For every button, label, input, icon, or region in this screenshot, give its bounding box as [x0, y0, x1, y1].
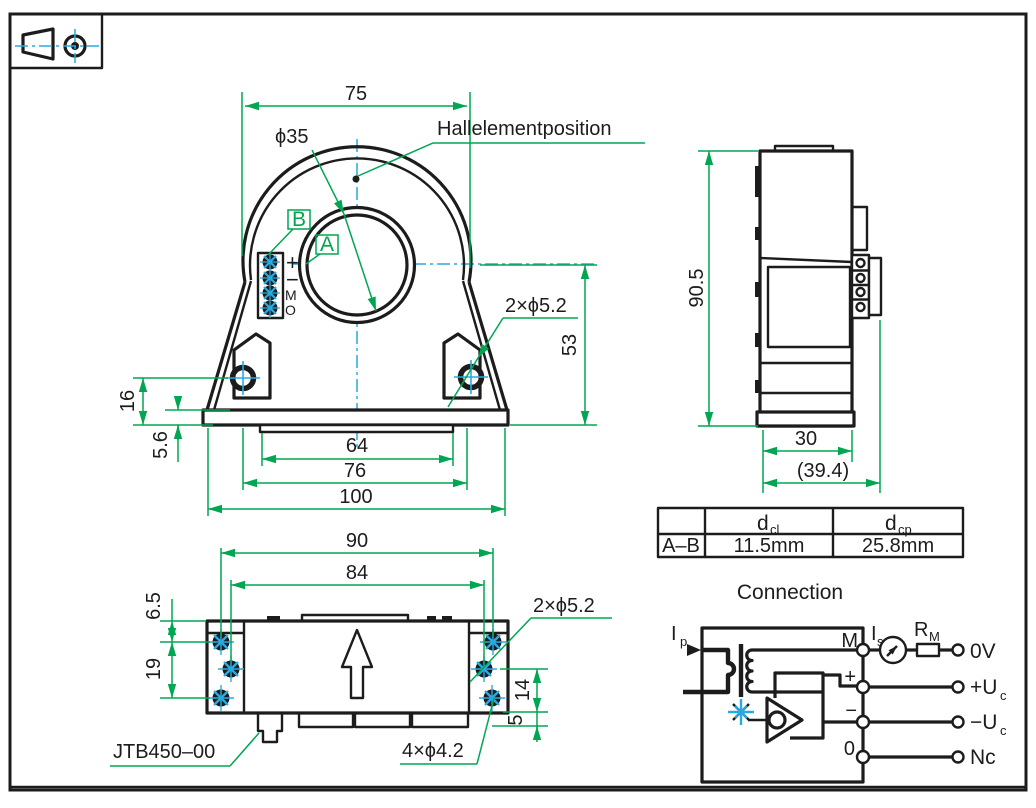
datum-b-frame [287, 209, 311, 230]
datum-a-label: A [320, 233, 334, 256]
ip-label: I [671, 623, 677, 645]
measure-resistor [915, 642, 941, 658]
primary-conductor [683, 647, 737, 695]
dim-84-label: 84 [346, 562, 368, 584]
terminal-label-plus: + [286, 250, 299, 275]
connection-diagram: Connection I p M + − 0 [671, 581, 1007, 784]
rm-label: R [914, 619, 928, 641]
current-direction-arrow [340, 628, 374, 700]
out-nuc-sub: c [1000, 723, 1007, 738]
side-holes-label: 2×ϕ5.2 [533, 595, 595, 617]
dim-76-label: 76 [344, 460, 366, 482]
terminal-label-m: M [285, 287, 297, 303]
projection-symbol [10, 14, 104, 70]
pin-minus [855, 714, 871, 730]
dim-14-label: 14 [512, 679, 534, 701]
table-header-dcp-sub: cp [898, 522, 912, 537]
dim-bore-line-2 [343, 213, 377, 312]
small-holes-label: 4×ϕ4.2 [402, 740, 464, 762]
pin-m-label: M [841, 630, 858, 652]
pin-m [855, 642, 871, 658]
dim-64-label: 64 [346, 435, 368, 457]
part-number-label: JTB450–00 [113, 741, 215, 763]
table-row-header: A–B [662, 535, 700, 557]
dim-90-5-label: 90.5 [686, 269, 708, 308]
dim-16-label: 16 [117, 390, 139, 412]
table-value-dcp: 25.8mm [862, 535, 934, 557]
datum-a-frame [315, 234, 339, 255]
table-value-dcl: 11.5mm [734, 535, 805, 557]
dim-6-5-label: 6.5 [143, 592, 165, 620]
feedback-loop [773, 671, 825, 740]
dome-outer-arc [241, 145, 473, 283]
ip-sub: p [680, 634, 687, 649]
terminal-minus-uc [951, 715, 965, 729]
hall-element-dot [352, 175, 360, 183]
datum-a-leader [305, 253, 321, 265]
is-sub: s [877, 634, 884, 649]
terminal-nc [951, 750, 965, 764]
hall-element [728, 699, 754, 725]
dim-5-6-label: 5.6 [150, 431, 172, 459]
hall-label: Hallelementposition [437, 118, 612, 140]
part-number-leader [229, 732, 260, 767]
hall-leader [357, 142, 645, 177]
side-connector-arm [850, 205, 869, 252]
out-nc-label: Nc [970, 746, 996, 769]
out-nuc-label: −U [970, 711, 997, 734]
bottom-view: 90 84 6.5 19 2×ϕ5.2 14 5 4×ϕ4.2 [110, 530, 612, 767]
dim-100-label: 100 [339, 486, 372, 508]
table-header-dcl-sub: cl [770, 522, 780, 537]
datum-b-label: B [292, 208, 306, 231]
out-puc-label: +U [970, 676, 997, 699]
connector-tab [256, 713, 284, 744]
side-holes-leader [469, 617, 532, 683]
secondary-coil [745, 648, 754, 694]
side-view: 90.5 30 (39.4) [686, 144, 883, 493]
small-holes-leader [476, 697, 495, 765]
dim-5-label: 5 [505, 714, 527, 725]
datum-b-leader [267, 228, 294, 256]
out-0v-label: 0V [970, 640, 996, 663]
distance-table: d cl d cp A–B 11.5mm 25.8mm [656, 506, 965, 559]
pin-minus-label: − [845, 700, 857, 722]
dim-90-label: 90 [346, 530, 368, 552]
connection-title: Connection [737, 581, 843, 604]
rm-sub: M [929, 629, 940, 644]
base-plate [201, 408, 510, 427]
front-view: + − M O B A 75 Hallelementposition ϕ35 2… [117, 83, 645, 516]
opamp-input-circle [767, 710, 787, 730]
dim-30-label: 30 [795, 428, 817, 450]
dim-bore-label: ϕ35 [275, 126, 308, 148]
dim-39-4-label: (39.4) [797, 460, 849, 482]
pin-plus-label: + [844, 666, 856, 688]
dim-bore-line-1 [311, 149, 345, 215]
table-header-dcl: d [757, 512, 769, 535]
ip-arrow [687, 644, 701, 656]
dim-75-label: 75 [345, 83, 367, 105]
terminal-0v [951, 643, 965, 657]
terminal-label-minus: − [286, 267, 299, 292]
dome-inner-arc [248, 157, 466, 281]
side-base-plate [755, 410, 856, 428]
bore-outer [297, 205, 417, 325]
side-terminal-block [850, 253, 871, 320]
out-puc-sub: c [1000, 688, 1007, 703]
dim-19-label: 19 [143, 658, 165, 680]
pin-plus [855, 679, 871, 695]
is-label: I [871, 623, 877, 645]
dim-53-label: 53 [559, 334, 581, 356]
terminal-label-o: O [285, 302, 296, 318]
terminal-plus-uc [951, 680, 965, 694]
mount-holes-leader [477, 317, 504, 359]
base-strip [258, 423, 455, 434]
mount-holes-label: 2×ϕ5.2 [505, 295, 567, 317]
pin-zero-label: 0 [844, 738, 855, 760]
pin-zero [855, 749, 871, 765]
table-header-dcp: d [885, 512, 897, 535]
bore-inner [305, 213, 409, 317]
